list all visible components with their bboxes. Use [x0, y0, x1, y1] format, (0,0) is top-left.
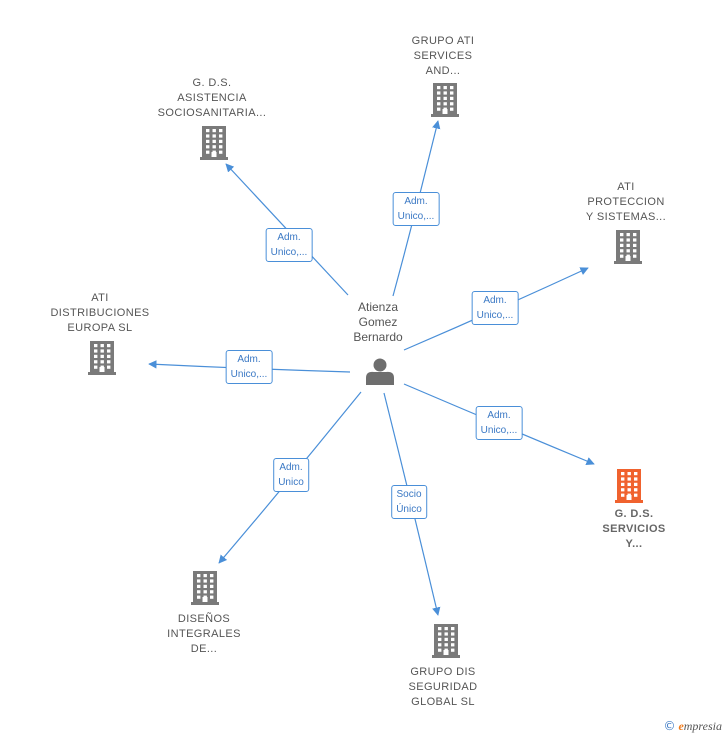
company-label-line: DISTRIBUCIONES	[50, 307, 150, 319]
company-label-line: ATI	[91, 292, 109, 304]
building-icon-grupo-dis-seguridad[interactable]	[432, 624, 460, 658]
company-label-line: SOCIOSANITARIA...	[157, 107, 267, 119]
company-label-line: SERVICES	[413, 50, 473, 62]
building-icon-ati-proteccion[interactable]	[614, 230, 642, 264]
edge-label-gds-servicios[interactable]: Adm. Unico,...	[475, 406, 523, 440]
building-icon-gds-servicios[interactable]	[615, 469, 643, 503]
company-label-line: SEGURIDAD	[408, 681, 478, 693]
company-label-line: Y SISTEMAS...	[585, 211, 667, 223]
company-label-line: SERVICIOS	[602, 523, 666, 535]
copyright-symbol: ©	[663, 719, 676, 733]
company-label-line: PROTECCION	[587, 196, 665, 208]
edge-label-ati-proteccion[interactable]: Adm. Unico,...	[471, 291, 519, 325]
company-label-line: INTEGRALES	[167, 628, 241, 640]
building-icon-ati-distribuciones[interactable]	[88, 341, 116, 375]
company-label-line: G. D.S.	[192, 77, 232, 89]
edge-label-line: Unico	[278, 477, 304, 488]
company-label-line: EUROPA SL	[67, 322, 133, 334]
company-label-gds-asistencia[interactable]: G. D.S. ASISTENCIA SOCIOSANITARIA...	[158, 76, 267, 121]
person-icon[interactable]	[366, 358, 394, 386]
edge-label-line: Adm.	[483, 295, 507, 306]
edge-label-gds-asistencia[interactable]: Adm. Unico,...	[265, 228, 313, 262]
company-label-line: Y...	[625, 538, 643, 550]
building-icon-gds-asistencia[interactable]	[200, 126, 228, 160]
edge-label-line: Único	[396, 504, 422, 515]
edge-label-line: Adm.	[277, 232, 301, 243]
company-label-line: ASISTENCIA	[177, 92, 247, 104]
company-label-grupo-ati-services[interactable]: GRUPO ATI SERVICES AND...	[412, 34, 475, 79]
edge-label-line: Unico,...	[476, 310, 514, 321]
edge-label-line: Unico,...	[230, 369, 268, 380]
edge-label-line: Unico,...	[397, 211, 435, 222]
edge-label-line: Adm.	[237, 354, 261, 365]
brand-initial: e	[678, 719, 684, 733]
edge-label-disenos-integrales[interactable]: Adm. Unico	[273, 458, 309, 492]
edge-label-ati-distribuciones[interactable]: Adm. Unico,...	[225, 350, 273, 384]
person-name-line: Bernardo	[353, 330, 403, 344]
edge-label-line: Socio	[396, 489, 422, 500]
edge-label-grupo-ati-services[interactable]: Adm. Unico,...	[392, 192, 440, 226]
company-label-line: G. D.S.	[614, 508, 654, 520]
brand-name: mpresia	[683, 719, 722, 733]
company-label-line: AND...	[425, 65, 461, 77]
edge-label-line: Adm.	[487, 410, 511, 421]
company-label-ati-proteccion[interactable]: ATI PROTECCION Y SISTEMAS...	[586, 180, 666, 225]
company-label-gds-servicios[interactable]: G. D.S. SERVICIOS Y...	[602, 507, 665, 552]
edge-label-line: Adm.	[404, 196, 428, 207]
building-icon-disenos-integrales[interactable]	[191, 571, 219, 605]
company-label-ati-distribuciones[interactable]: ATI DISTRIBUCIONES EUROPA SL	[50, 291, 149, 336]
company-label-line: ATI	[617, 181, 635, 193]
footer-brand: © empresia	[663, 719, 722, 734]
person-name-line: Gomez	[358, 315, 398, 329]
person-name-line: Atienza	[357, 300, 399, 314]
company-label-disenos-integrales[interactable]: DISEÑOS INTEGRALES DE...	[167, 612, 241, 657]
building-icon-grupo-ati-services[interactable]	[431, 83, 459, 117]
company-label-line: GRUPO ATI	[411, 35, 475, 47]
edge-label-line: Unico,...	[270, 247, 308, 258]
company-label-line: DISEÑOS	[177, 613, 231, 625]
edge-label-line: Unico,...	[480, 425, 518, 436]
edge-label-line: Adm.	[279, 462, 303, 473]
company-label-line: GLOBAL SL	[411, 696, 475, 708]
company-label-line: GRUPO DIS	[410, 666, 476, 678]
company-label-grupo-dis-seguridad[interactable]: GRUPO DIS SEGURIDAD GLOBAL SL	[409, 665, 478, 710]
company-label-line: DE...	[190, 643, 218, 655]
